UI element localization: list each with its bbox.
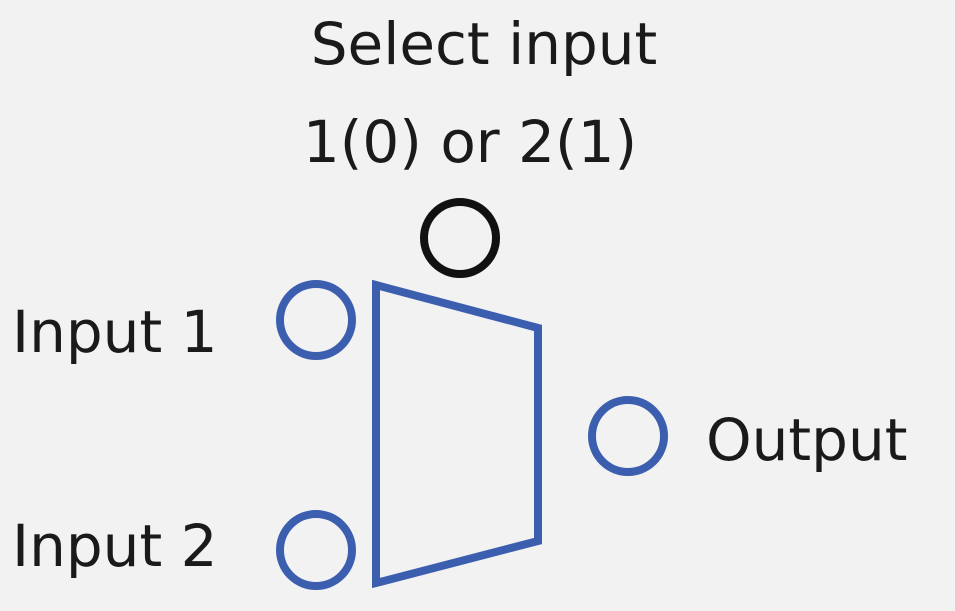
- input1-port[interactable]: [276, 280, 356, 360]
- select-label-line2: 1(0) or 2(1): [303, 108, 637, 176]
- input2-label: Input 2: [12, 512, 218, 580]
- output-port[interactable]: [588, 396, 668, 476]
- output-label: Output: [706, 406, 907, 474]
- select-label-line1: Select input: [311, 10, 658, 78]
- input2-port[interactable]: [276, 510, 356, 590]
- input1-label: Input 1: [12, 298, 218, 366]
- select-port[interactable]: [420, 198, 500, 278]
- multiplexer-body: [372, 279, 542, 589]
